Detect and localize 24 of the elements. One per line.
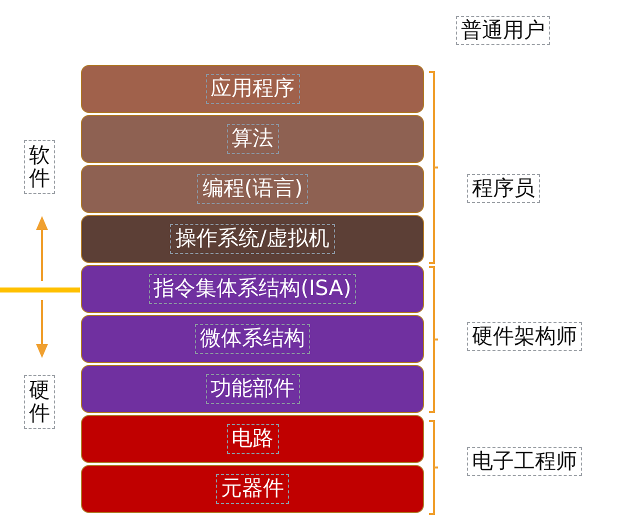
layer-box	[81, 215, 424, 263]
layer-label: 算法	[226, 124, 278, 154]
layer-label: 电路	[226, 424, 278, 454]
layer-label: 应用程序	[206, 74, 300, 104]
category-label: 硬件	[24, 375, 55, 430]
role-label: 电子工程师	[467, 447, 582, 476]
role-label: 普通用户	[456, 16, 550, 46]
role-label: 硬件架构师	[467, 322, 582, 352]
layer-box	[81, 365, 424, 413]
layer-box	[81, 65, 424, 113]
layer-box	[81, 115, 424, 163]
layer-label: 微体系结构	[195, 324, 310, 354]
layer-label: 操作系统/虚拟机	[170, 224, 335, 254]
layer-box	[81, 165, 424, 213]
layer-box	[81, 465, 424, 513]
layer-box	[81, 265, 424, 313]
layer-box	[81, 415, 424, 463]
layer-box	[81, 315, 424, 363]
layer-label: 指令集体系结构(ISA)	[148, 274, 356, 304]
layer-label: 编程(语言)	[197, 174, 308, 204]
layer-label: 元器件	[216, 474, 289, 504]
role-label: 程序员	[467, 174, 540, 204]
layer-label: 功能部件	[206, 374, 300, 404]
category-label: 软件	[24, 140, 55, 194]
